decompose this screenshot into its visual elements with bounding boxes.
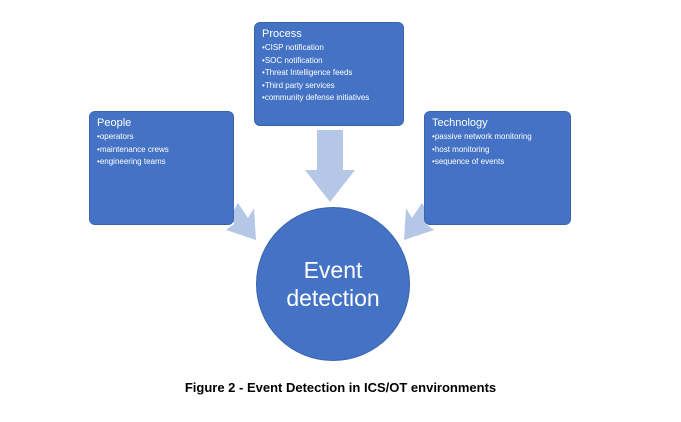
technology-items: passive network monitoring host monitori… <box>432 131 563 169</box>
event-detection-label: Event detection <box>286 257 380 311</box>
arrow-process-to-center <box>305 130 355 202</box>
technology-box: Technology passive network monitoring ho… <box>424 111 571 225</box>
technology-item: sequence of events <box>432 156 563 169</box>
people-items: operators maintenance crews engineering … <box>97 131 226 169</box>
figure-caption: Figure 2 - Event Detection in ICS/OT env… <box>184 380 497 395</box>
people-item: operators <box>97 131 226 144</box>
people-box: People operators maintenance crews engin… <box>89 111 234 225</box>
process-items: CISP notification SOC notification Threa… <box>262 42 396 105</box>
people-item: maintenance crews <box>97 144 226 157</box>
people-item: engineering teams <box>97 156 226 169</box>
process-item: Threat Intelligence feeds <box>262 67 396 80</box>
people-title: People <box>97 117 132 129</box>
process-item: SOC notification <box>262 55 396 68</box>
technology-item: passive network monitoring <box>432 131 563 144</box>
process-box: Process CISP notification SOC notificati… <box>254 22 404 126</box>
process-title: Process <box>262 28 302 40</box>
process-item: community defense initiatives <box>262 92 396 105</box>
process-item: Third party services <box>262 80 396 93</box>
event-detection-node: Event detection <box>256 207 410 361</box>
technology-item: host monitoring <box>432 144 563 157</box>
technology-title: Technology <box>432 117 488 129</box>
process-item: CISP notification <box>262 42 396 55</box>
